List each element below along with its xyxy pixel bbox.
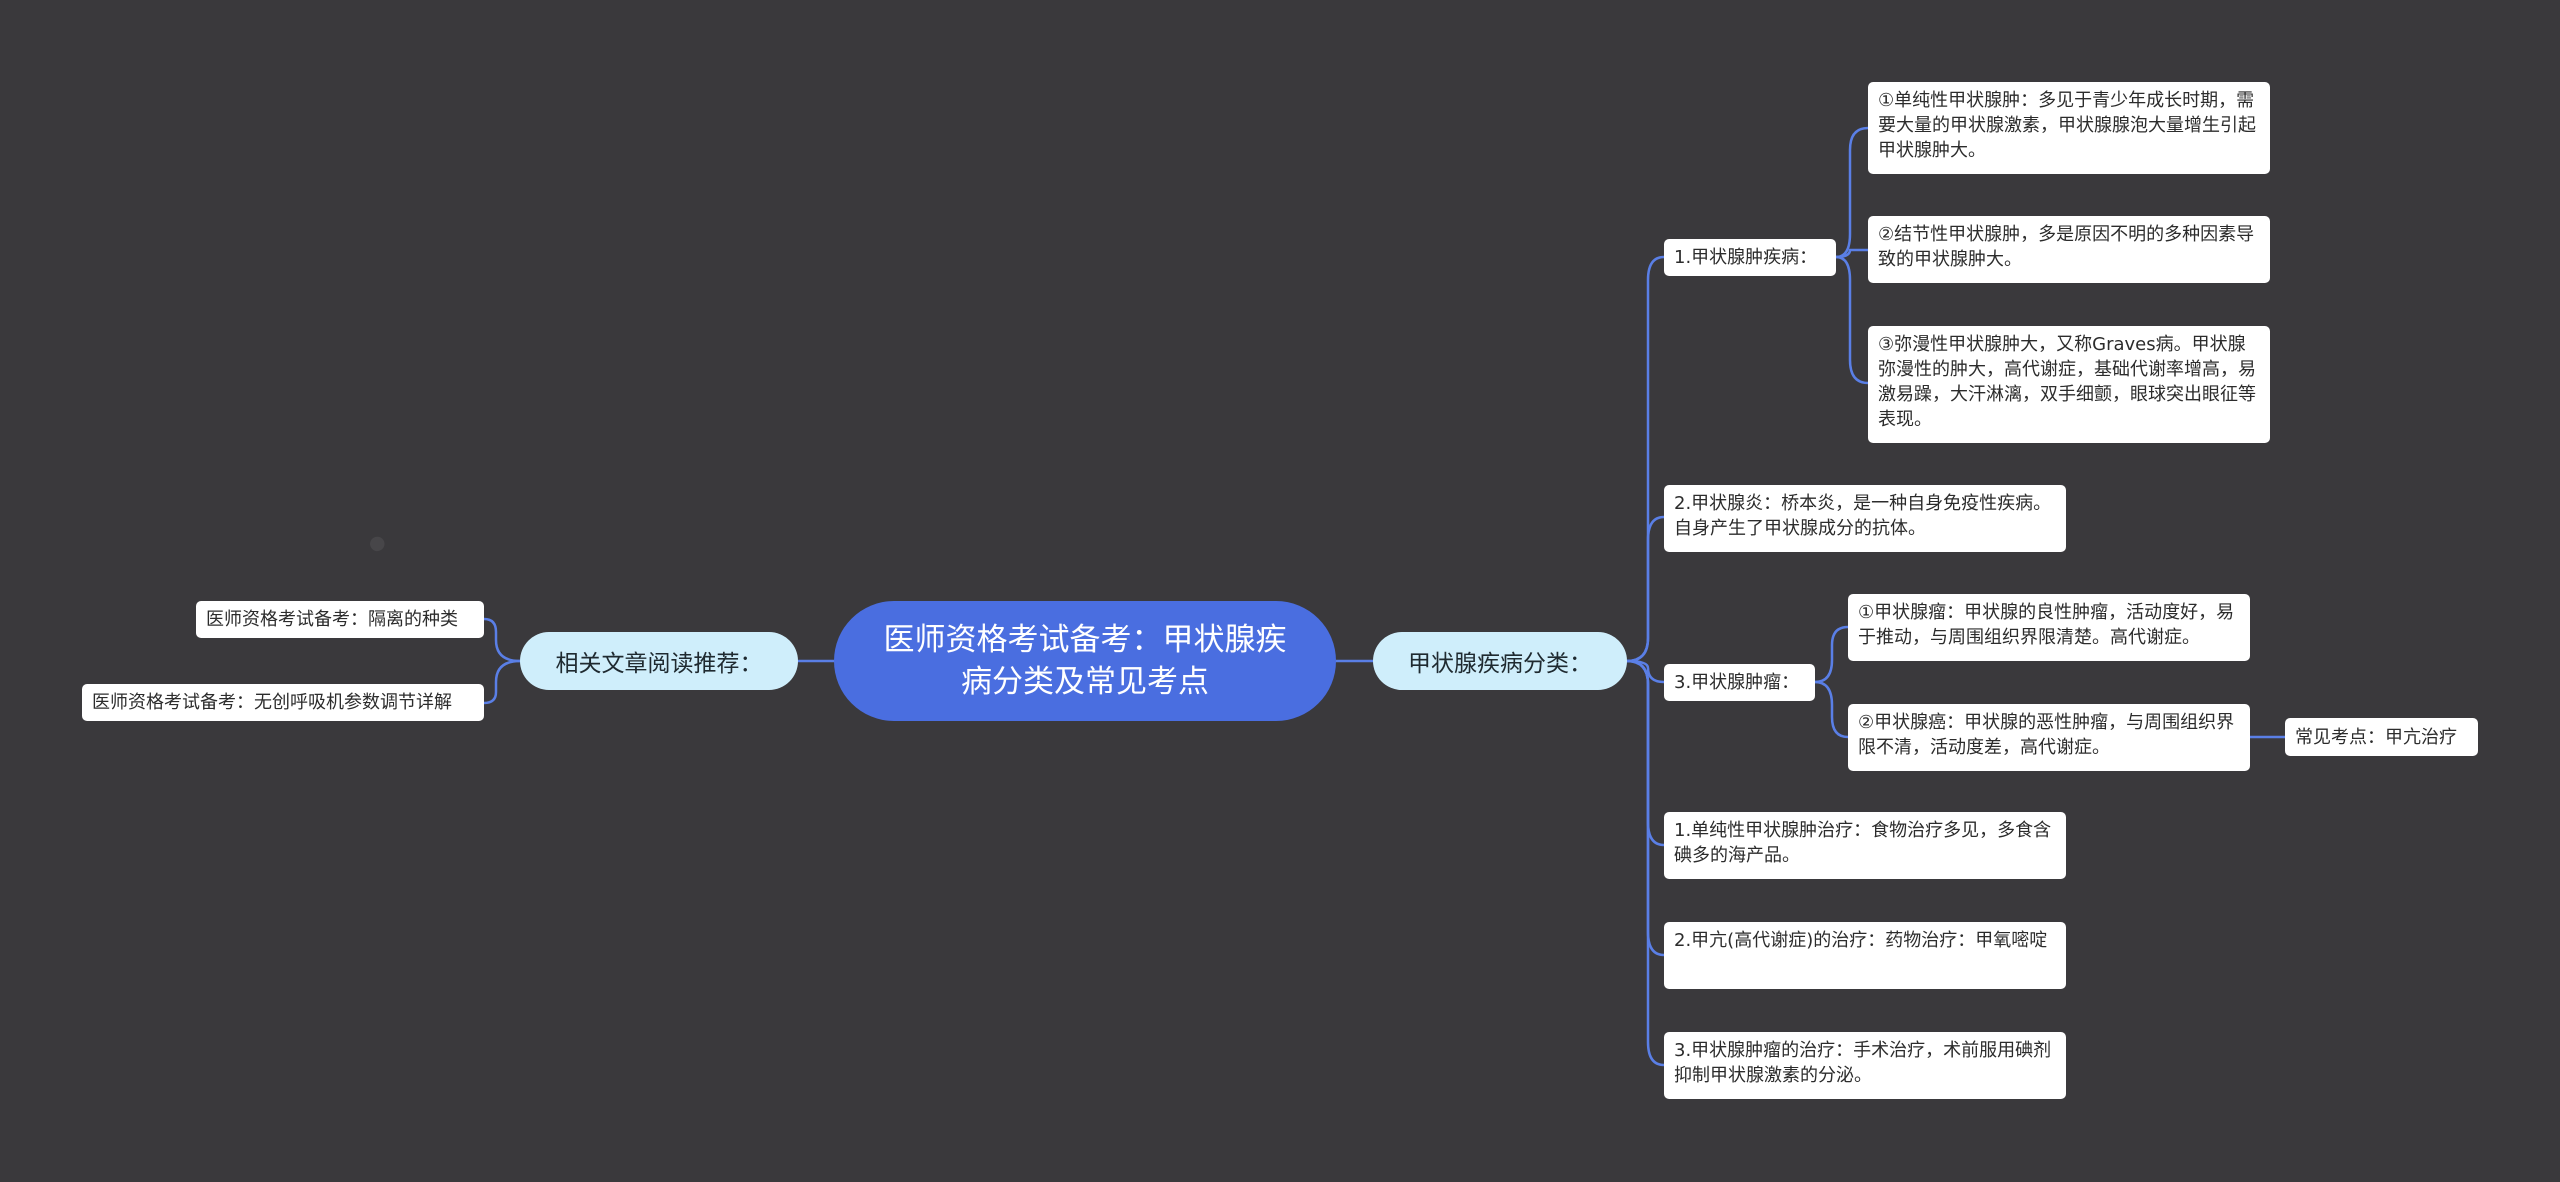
category-thyroiditis[interactable]: 2.甲状腺炎：桥本炎，是一种自身免疫性疾病。自身产生了甲状腺成分的抗体。	[1664, 485, 2066, 552]
goiter-item-nodular[interactable]: ②结节性甲状腺肿，多是原因不明的多种因素导致的甲状腺肿大。	[1868, 216, 2270, 283]
link-right-to-treat-3	[1625, 659, 1666, 1067]
category-goiter[interactable]: 1.甲状腺肿疾病：	[1664, 239, 1836, 276]
link-left-item-2	[482, 659, 522, 705]
link-right-to-treat-1	[1625, 659, 1666, 847]
branch-thyroid-classification[interactable]: 甲状腺疾病分类：	[1373, 632, 1627, 690]
link-tumor-item-2	[1813, 680, 1850, 739]
tumor-note[interactable]: 常见考点：甲亢治疗	[2285, 718, 2478, 756]
category-tumor[interactable]: 3.甲状腺肿瘤：	[1664, 664, 1815, 701]
link-left-item-1b	[482, 617, 522, 663]
link-goiter-item-1	[1834, 126, 1870, 259]
treatment-hyperthyroidism[interactable]: 2.甲亢(高代谢症)的治疗：药物治疗：甲氧嘧啶	[1664, 922, 2066, 989]
link-tumor-item-1	[1813, 625, 1850, 684]
link-right-to-treat-2	[1625, 659, 1666, 957]
link-right-to-thyroiditis	[1625, 515, 1666, 663]
branch-related-articles[interactable]: 相关文章阅读推荐：	[520, 632, 798, 690]
tumor-item-carcinoma[interactable]: ②甲状腺癌：甲状腺的恶性肿瘤，与周围组织界限不清，活动度差，高代谢症。	[1848, 704, 2250, 771]
link-goiter-item-2	[1834, 248, 1870, 259]
goiter-item-simple[interactable]: ①单纯性甲状腺肿：多见于青少年成长时期，需要大量的甲状腺激素，甲状腺腺泡大量增生…	[1868, 82, 2270, 174]
goiter-item-graves[interactable]: ③弥漫性甲状腺肿大，又称Graves病。甲状腺弥漫性的肿大，高代谢症，基础代谢率…	[1868, 326, 2270, 443]
related-article-2[interactable]: 医师资格考试备考：无创呼吸机参数调节详解	[82, 684, 484, 721]
link-right-to-goiter	[1625, 255, 1666, 663]
treatment-thyroid-tumor[interactable]: 3.甲状腺肿瘤的治疗：手术治疗，术前服用碘剂抑制甲状腺激素的分泌。	[1664, 1032, 2066, 1099]
link-goiter-item-3	[1834, 255, 1870, 385]
root-topic[interactable]: 医师资格考试备考：甲状腺疾病分类及常见考点	[834, 601, 1336, 721]
treatment-simple-goiter[interactable]: 1.单纯性甲状腺肿治疗：食物治疗多见，多食含碘多的海产品。	[1664, 812, 2066, 879]
related-article-1[interactable]: 医师资格考试备考：隔离的种类	[196, 601, 484, 638]
tumor-item-adenoma[interactable]: ①甲状腺瘤：甲状腺的良性肿瘤，活动度好，易于推动，与周围组织界限清楚。高代谢症。	[1848, 594, 2250, 661]
